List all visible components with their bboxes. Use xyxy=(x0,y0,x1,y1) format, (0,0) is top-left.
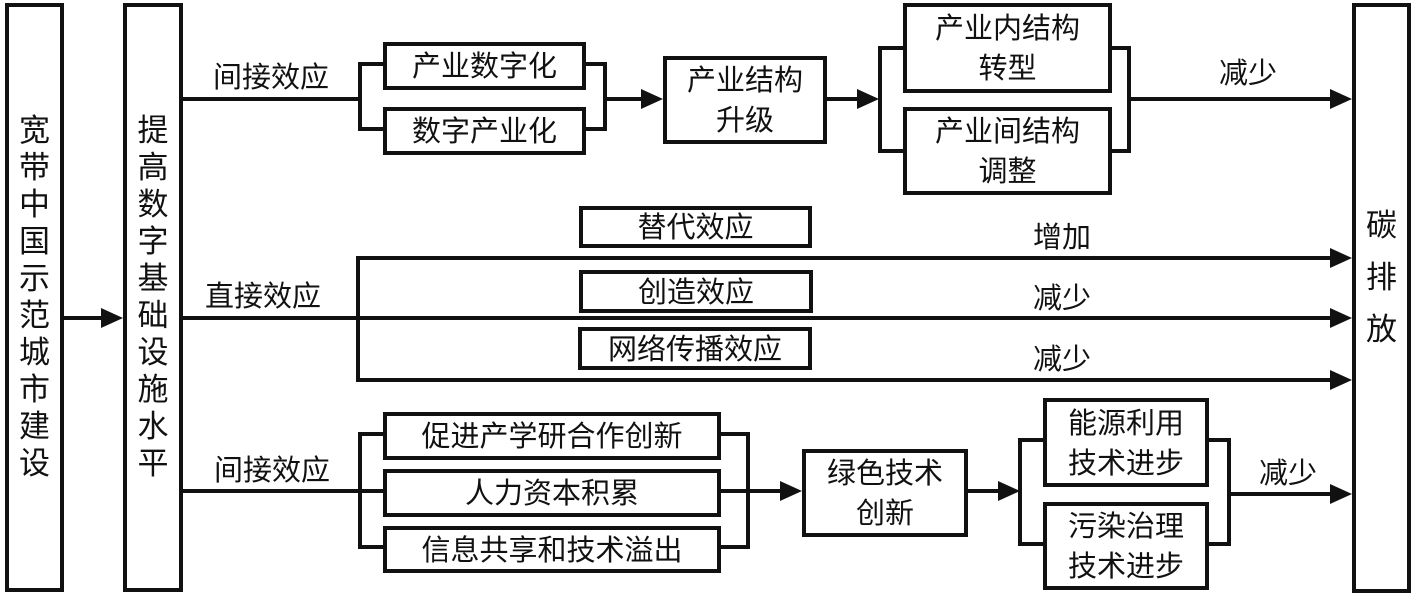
connector-green-tech-out xyxy=(968,489,1000,493)
connector-tech-bracket-left xyxy=(1018,438,1022,546)
connector-bottom-merge xyxy=(746,489,782,493)
top-path-label: 间接效应 xyxy=(212,60,330,94)
middle-effect-label-decrease-1: 减少 xyxy=(1032,281,1092,315)
arrowhead-network-to-sink xyxy=(1330,370,1352,390)
box-intra-industry-transformation: 产业内结构 转型 xyxy=(903,3,1112,93)
connector-outcome-bracket-left xyxy=(878,46,882,153)
connector-tech-stub xyxy=(1018,438,1043,442)
box-digital-industrialization: 数字产业化 xyxy=(383,107,586,155)
connector-bottom-stub xyxy=(358,545,383,549)
connector-tech-stub xyxy=(1209,542,1231,546)
connector-substitution-to-sink xyxy=(356,256,1332,260)
connector-top-merge xyxy=(603,97,643,101)
bottom-path-label: 间接效应 xyxy=(213,453,331,487)
box-industry-digitization: 产业数字化 xyxy=(383,42,586,90)
box-energy-tech-progress: 能源利用 技术进步 xyxy=(1043,398,1209,487)
node-source: 宽带中国示范城市建设 xyxy=(5,3,64,592)
top-effect-label: 减少 xyxy=(1218,56,1278,90)
box-human-capital-label: 人力资本积累 xyxy=(464,476,639,510)
connector-bottom-stub xyxy=(721,489,750,493)
connector-outcome-stub xyxy=(878,149,903,153)
connector-bottom-stub xyxy=(721,432,750,436)
connector-top-to-sink xyxy=(1127,97,1332,101)
connector-outcome-stub xyxy=(1112,149,1131,153)
connector-top-stub xyxy=(586,62,607,66)
box-industry-academia-innovation-label: 促进产学研合作创新 xyxy=(421,419,683,453)
arrowhead-to-tech-pair xyxy=(998,481,1020,501)
box-human-capital: 人力资本积累 xyxy=(383,469,721,517)
box-substitution-effect-label: 替代效应 xyxy=(637,210,754,244)
node-mediator: 提高数字基础设施水平 xyxy=(123,3,183,592)
arrowhead-to-outcome-pair xyxy=(857,89,879,109)
arrowhead-top-to-sink xyxy=(1330,89,1352,109)
box-digital-industrialization-label: 数字产业化 xyxy=(411,114,557,148)
connector-top-bracket-left xyxy=(358,62,362,131)
box-inter-industry-adjustment: 产业间结构 调整 xyxy=(903,107,1112,195)
connector-top-bracket-right xyxy=(603,62,607,131)
box-info-sharing-tech-spillover-label: 信息共享和技术溢出 xyxy=(421,532,683,567)
connector-tech-stub xyxy=(1018,542,1043,546)
box-green-tech-innovation: 绿色技术 创新 xyxy=(802,449,968,537)
box-substitution-effect: 替代效应 xyxy=(579,206,812,248)
box-industrial-structure-upgrade-label: 产业结构 升级 xyxy=(686,63,803,137)
connector-middle-spine xyxy=(182,316,1332,320)
connector-tech-stub xyxy=(1209,438,1231,442)
bottom-effect-label: 减少 xyxy=(1258,456,1318,490)
middle-path-label: 直接效应 xyxy=(204,279,322,313)
box-pollution-tech-progress-label: 污染治理 技术进步 xyxy=(1067,509,1184,583)
arrowhead-bottom-to-sink xyxy=(1330,484,1352,504)
box-info-sharing-tech-spillover: 信息共享和技术溢出 xyxy=(383,526,721,573)
connector-bottom-bracket-left xyxy=(358,432,362,549)
arrowhead-to-green-tech xyxy=(780,481,802,501)
arrowhead-to-upgrade xyxy=(641,89,663,109)
connector-bottom-stub xyxy=(721,545,750,549)
box-pollution-tech-progress: 污染治理 技术进步 xyxy=(1043,502,1209,590)
box-industrial-structure-upgrade: 产业结构 升级 xyxy=(663,56,827,144)
connector-top-stub xyxy=(586,127,607,131)
box-network-diffusion-effect-label: 网络传播效应 xyxy=(607,331,782,366)
node-mediator-label: 提高数字基础设施水平 xyxy=(137,112,169,482)
node-sink: 碳排放 xyxy=(1352,3,1411,593)
connector-bottom-to-sink xyxy=(1227,492,1332,496)
box-network-diffusion-effect: 网络传播效应 xyxy=(578,327,812,370)
connector-bottom-spine xyxy=(182,489,383,493)
connector-outcome-stub xyxy=(1112,46,1131,50)
arrowhead-substitution-to-sink xyxy=(1330,248,1352,268)
box-industry-digitization-label: 产业数字化 xyxy=(411,49,557,83)
connector-top-stub xyxy=(358,127,383,131)
connector-upgrade-out xyxy=(827,97,859,101)
box-creation-effect-label: 创造效应 xyxy=(637,274,754,309)
connector-bottom-stub xyxy=(358,432,383,436)
arrowhead-creation-to-sink xyxy=(1330,308,1352,328)
box-industry-academia-innovation: 促进产学研合作创新 xyxy=(383,412,721,460)
connector-network-to-sink xyxy=(356,378,1332,382)
box-intra-industry-transformation-label: 产业内结构 转型 xyxy=(934,11,1080,85)
box-energy-tech-progress-label: 能源利用 技术进步 xyxy=(1067,405,1184,480)
connector-source-mediator xyxy=(64,316,105,320)
node-sink-label: 碳排放 xyxy=(1366,208,1397,348)
arrowhead-source-mediator xyxy=(101,308,123,328)
connector-outcome-stub xyxy=(878,46,903,50)
box-green-tech-innovation-label: 绿色技术 创新 xyxy=(826,456,943,530)
middle-effect-label-increase: 增加 xyxy=(1032,220,1092,254)
connector-top-spine xyxy=(182,97,360,101)
connector-top-stub xyxy=(358,62,383,66)
box-creation-effect: 创造效应 xyxy=(579,270,813,313)
node-source-label: 宽带中国示范城市建设 xyxy=(19,112,50,482)
middle-effect-label-decrease-2: 减少 xyxy=(1032,342,1092,376)
box-inter-industry-adjustment-label: 产业间结构 调整 xyxy=(934,114,1080,188)
